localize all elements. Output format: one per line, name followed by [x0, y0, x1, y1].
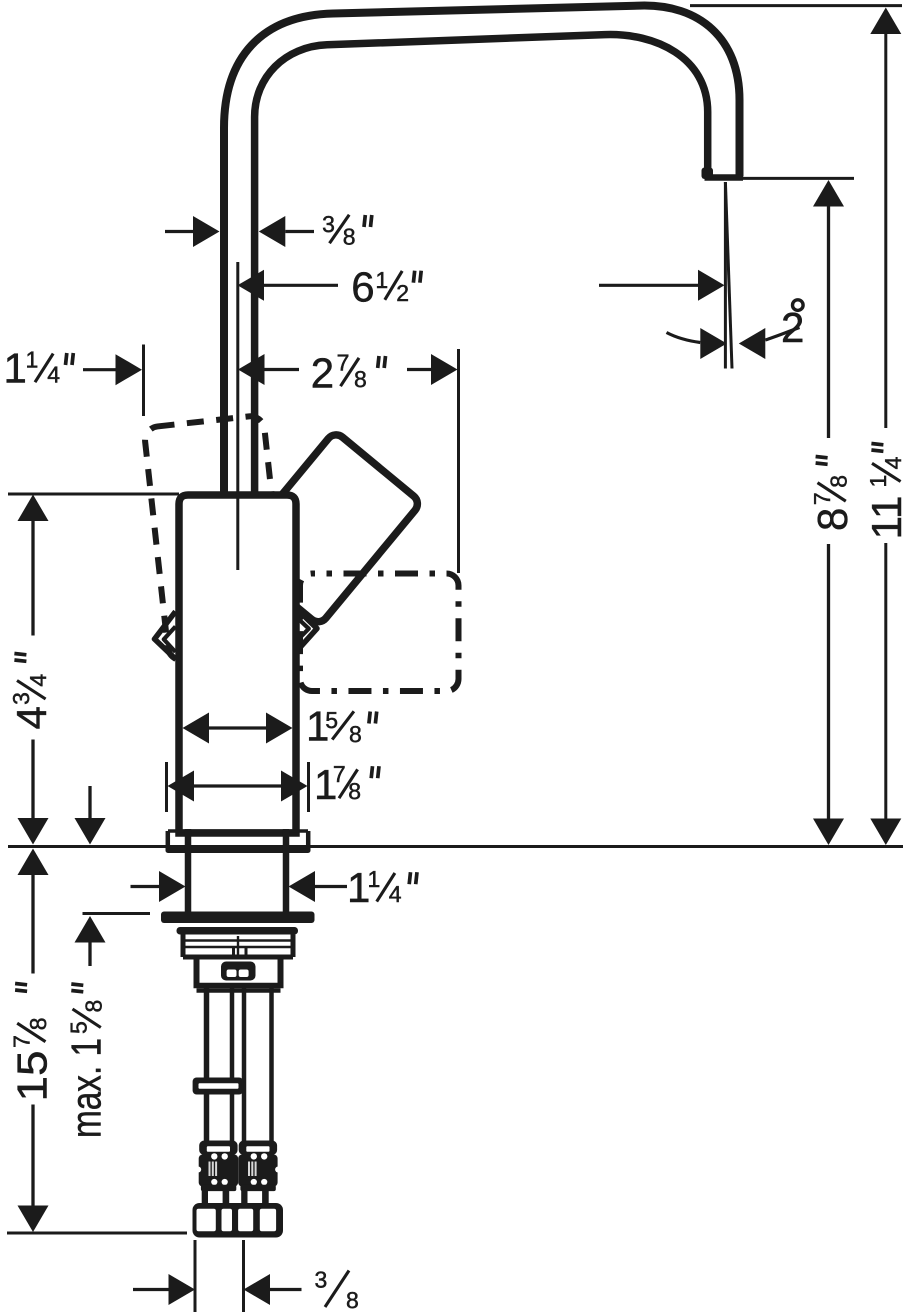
svg-text:max. 1: max. 1 — [63, 1038, 110, 1138]
svg-text:8: 8 — [81, 1000, 107, 1013]
svg-text:1: 1 — [375, 267, 388, 293]
svg-text:11: 11 — [863, 496, 910, 540]
svg-text:1: 1 — [4, 345, 27, 392]
svg-text:8: 8 — [348, 778, 361, 804]
svg-text:2: 2 — [781, 304, 804, 351]
svg-text:1: 1 — [314, 761, 337, 808]
svg-text:7: 7 — [337, 350, 350, 376]
svg-text:8: 8 — [809, 508, 856, 531]
svg-text:2: 2 — [396, 280, 409, 306]
svg-text:8: 8 — [25, 1017, 51, 1030]
svg-text:4: 4 — [389, 881, 402, 907]
svg-text:4: 4 — [25, 674, 51, 687]
svg-text:1: 1 — [368, 866, 381, 892]
svg-text:1: 1 — [306, 703, 329, 750]
svg-text:4: 4 — [47, 362, 60, 388]
svg-text:7: 7 — [333, 761, 346, 787]
svg-text:5: 5 — [65, 1021, 91, 1034]
svg-text:4: 4 — [8, 706, 55, 729]
svg-text:8: 8 — [343, 224, 356, 250]
svg-text:1: 1 — [347, 864, 370, 911]
svg-text:7: 7 — [809, 492, 835, 505]
svg-text:3: 3 — [315, 1267, 328, 1293]
svg-text:6: 6 — [351, 263, 374, 310]
svg-text:8: 8 — [354, 366, 367, 392]
svg-text:5: 5 — [325, 707, 338, 733]
svg-text:15: 15 — [9, 1051, 56, 1102]
svg-text:7: 7 — [9, 1035, 35, 1048]
svg-text:8: 8 — [349, 721, 362, 747]
svg-text:1: 1 — [865, 475, 891, 488]
svg-text:8: 8 — [825, 475, 851, 488]
svg-text:2: 2 — [311, 349, 334, 396]
svg-text:8: 8 — [346, 1287, 359, 1313]
svg-text:3: 3 — [8, 692, 34, 705]
svg-text:4: 4 — [880, 456, 906, 469]
svg-text:1: 1 — [26, 347, 39, 373]
svg-text:3: 3 — [322, 211, 335, 237]
